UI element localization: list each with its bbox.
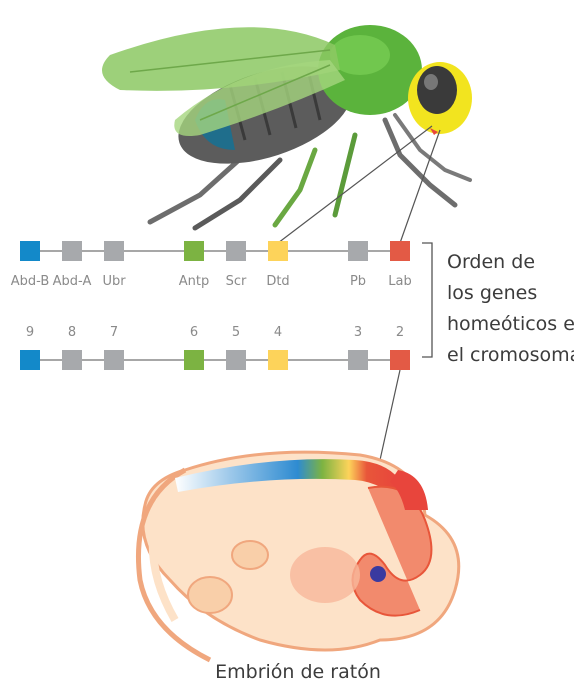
side-text-line1: Orden de <box>447 251 535 273</box>
gene-number-6: 6 <box>190 325 198 340</box>
gene-box-fly-abd-a <box>62 241 82 261</box>
gene-label-antp: Antp <box>179 274 209 289</box>
gene-box-mouse-5 <box>226 350 246 370</box>
gene-box-mouse-3 <box>348 350 368 370</box>
chromosome-order-caption: Orden de los genes homeóticos en el crom… <box>447 251 574 366</box>
embryo-caption: Embrión de ratón <box>215 661 381 683</box>
gene-box-mouse-8 <box>62 350 82 370</box>
gene-number-4: 4 <box>274 325 282 340</box>
fly-illustration <box>102 25 472 231</box>
gene-label-dtd: Dtd <box>266 274 289 289</box>
gene-label-abd-b: Abd-B <box>11 274 50 289</box>
gene-label-scr: Scr <box>226 274 247 289</box>
gene-box-mouse-6 <box>184 350 204 370</box>
gene-box-fly-lab <box>390 241 410 261</box>
gene-box-fly-antp <box>184 241 204 261</box>
side-text-line4: el cromosoma <box>447 344 574 366</box>
gene-number-3: 3 <box>354 325 362 340</box>
gene-box-fly-abd-b <box>20 241 40 261</box>
connector-dtd-line <box>277 125 433 244</box>
side-text-line3: homeóticos en <box>447 313 574 335</box>
gene-box-mouse-2 <box>390 350 410 370</box>
bracket <box>422 242 433 358</box>
gene-label-pb: Pb <box>350 274 366 289</box>
gene-number-9: 9 <box>26 325 34 340</box>
gene-box-mouse-7 <box>104 350 124 370</box>
fly-chromosome: Abd-B Abd-A Ubr Antp Scr Dtd Pb Lab <box>11 241 412 289</box>
side-text-line2: los genes <box>447 282 537 304</box>
gene-box-fly-scr <box>226 241 246 261</box>
gene-box-fly-dtd <box>268 241 288 261</box>
gene-number-5: 5 <box>232 325 240 340</box>
gene-box-mouse-9 <box>20 350 40 370</box>
gene-number-7: 7 <box>110 325 118 340</box>
gene-label-lab: Lab <box>388 274 411 289</box>
gene-box-fly-ubr <box>104 241 124 261</box>
connector-embryo-line <box>379 369 401 461</box>
mouse-embryo-illustration <box>135 450 461 663</box>
connector-lab-line <box>399 129 441 244</box>
gene-label-abd-a: Abd-A <box>53 274 92 289</box>
gene-label-ubr: Ubr <box>102 274 126 289</box>
gene-box-fly-pb <box>348 241 368 261</box>
gene-number-2: 2 <box>396 325 404 340</box>
gene-number-8: 8 <box>68 325 76 340</box>
gene-box-mouse-4 <box>268 350 288 370</box>
mouse-chromosome: 9 8 7 6 5 4 3 2 <box>20 325 410 370</box>
